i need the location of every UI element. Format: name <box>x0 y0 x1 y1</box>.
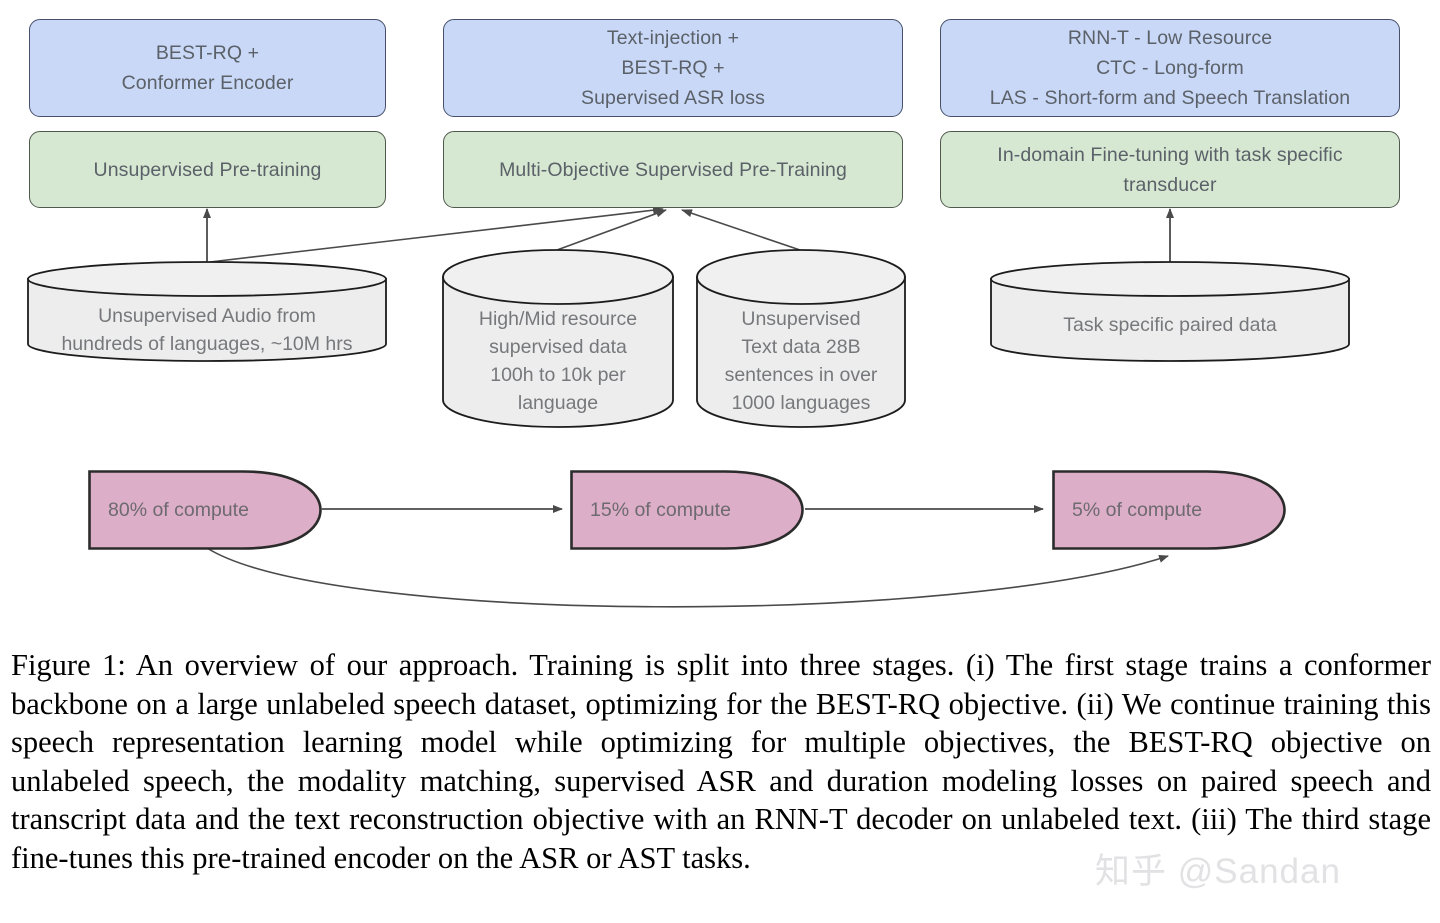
bullet-shape-2 <box>570 470 804 550</box>
model-box-stage-2[interactable]: Text-injection + BEST-RQ + Supervised AS… <box>443 19 903 117</box>
edge-compute1-to-compute3-curve <box>206 547 1169 608</box>
cylinder-shape-audio <box>27 261 387 362</box>
datastore-supervised[interactable]: High/Mid resource supervised data 100h t… <box>442 249 674 428</box>
phase-box-stage-2[interactable]: Multi-Objective Supervised Pre-Training <box>443 131 903 208</box>
cylinder-shape-text <box>696 249 906 428</box>
edge-supervised-to-multiobjective <box>556 209 667 251</box>
model-box-stage-3[interactable]: RNN-T - Low Resource CTC - Long-form LAS… <box>940 19 1400 117</box>
compute-share-stage-2[interactable]: 15% of compute <box>570 470 804 550</box>
edge-text-to-multiobjective <box>681 209 801 251</box>
figure-caption: Figure 1: An overview of our approach. T… <box>11 648 1431 875</box>
figure-diagram: BEST-RQ + Conformer Encoder Text-injecti… <box>27 19 1400 608</box>
datastore-text[interactable]: Unsupervised Text data 28B sentences in … <box>696 249 906 428</box>
model-box-stage-1[interactable]: BEST-RQ + Conformer Encoder <box>29 19 386 117</box>
phase-box-stage-3[interactable]: In-domain Fine-tuning with task specific… <box>940 131 1400 208</box>
datastore-paired[interactable]: Task specific paired data <box>990 261 1350 362</box>
compute-share-stage-3[interactable]: 5% of compute <box>1052 470 1286 550</box>
phase-box-stage-1[interactable]: Unsupervised Pre-training <box>29 131 386 208</box>
compute-share-stage-1[interactable]: 80% of compute <box>88 470 322 550</box>
bullet-shape-3 <box>1052 470 1286 550</box>
datastore-audio[interactable]: Unsupervised Audio from hundreds of lang… <box>27 261 387 362</box>
cylinder-shape-supervised <box>442 249 674 428</box>
cylinder-shape-paired <box>990 261 1350 362</box>
bullet-shape-1 <box>88 470 322 550</box>
